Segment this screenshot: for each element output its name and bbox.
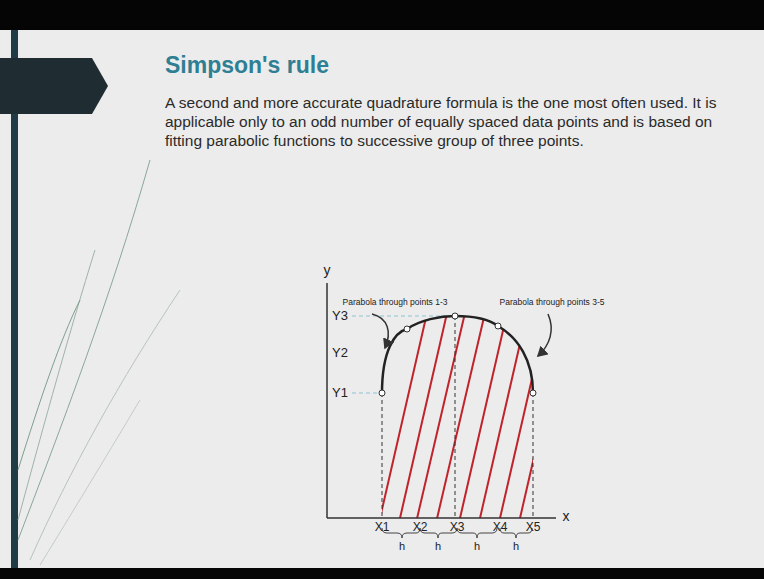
axis-label: y (324, 262, 331, 278)
value-label: X2 (413, 520, 428, 534)
value-label: Y2 (332, 345, 348, 360)
dimension-label: h (474, 540, 480, 552)
value-label: Y1 (332, 385, 348, 400)
dimension-label: h (435, 540, 441, 552)
value-label: X5 (526, 520, 541, 534)
value-label: X4 (493, 520, 508, 534)
body-text: A second and more accurate quadrature fo… (165, 93, 740, 150)
value-label: X3 (450, 520, 465, 534)
axis-label: x (563, 508, 570, 524)
slide-title: Simpson's rule (165, 52, 329, 79)
value-label: X1 (375, 520, 390, 534)
dimension-label: h (513, 540, 519, 552)
callout-text: Parabola through points 1-3 (343, 297, 448, 307)
callout-text: Parabola through points 3-5 (500, 297, 605, 307)
dimension-label: h (399, 540, 405, 552)
value-label: Y3 (332, 308, 348, 323)
